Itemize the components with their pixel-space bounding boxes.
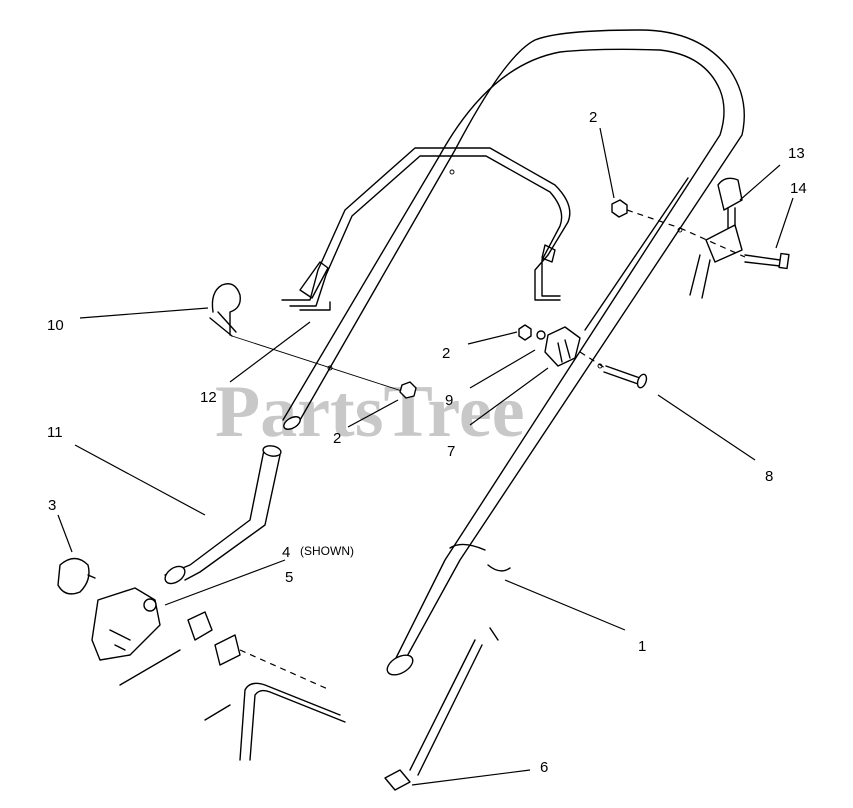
deck-and-cable bbox=[187, 611, 499, 791]
callout-9: 9 bbox=[445, 392, 453, 409]
callout-7: 7 bbox=[447, 443, 455, 460]
callout-11: 11 bbox=[47, 424, 63, 441]
callout-5: 5 bbox=[285, 569, 293, 586]
knob-and-bracket bbox=[57, 557, 181, 686]
callout-6: 6 bbox=[540, 759, 548, 776]
lower-handle bbox=[164, 445, 282, 585]
callout-2-middle: 2 bbox=[442, 345, 450, 362]
carriage-bolt bbox=[579, 351, 648, 389]
control-box-assembly bbox=[679, 177, 790, 299]
callout-4-note: (SHOWN) bbox=[300, 544, 354, 558]
callout-4: 4 bbox=[282, 544, 290, 561]
callout-14: 14 bbox=[790, 180, 807, 197]
cable-bracket-assembly bbox=[518, 324, 581, 367]
callout-2-left: 2 bbox=[333, 430, 341, 447]
callout-12: 12 bbox=[200, 389, 217, 406]
watermark-text: PartsTree bbox=[215, 371, 525, 453]
callout-3: 3 bbox=[48, 497, 56, 514]
upper-handle bbox=[282, 29, 745, 676]
operator-bail bbox=[281, 147, 571, 311]
callout-8: 8 bbox=[765, 468, 773, 485]
leader-lines bbox=[57, 127, 794, 786]
callout-1: 1 bbox=[638, 638, 646, 655]
nut-upper-right bbox=[611, 199, 681, 229]
callout-13: 13 bbox=[788, 145, 805, 162]
hairpin-and-nut bbox=[209, 283, 417, 399]
callout-2-upper: 2 bbox=[589, 109, 597, 126]
callout-10: 10 bbox=[47, 317, 64, 334]
callout-labels: 2 13 14 10 12 2 9 7 8 2 11 3 4 (SHOWN) 5… bbox=[47, 109, 807, 776]
